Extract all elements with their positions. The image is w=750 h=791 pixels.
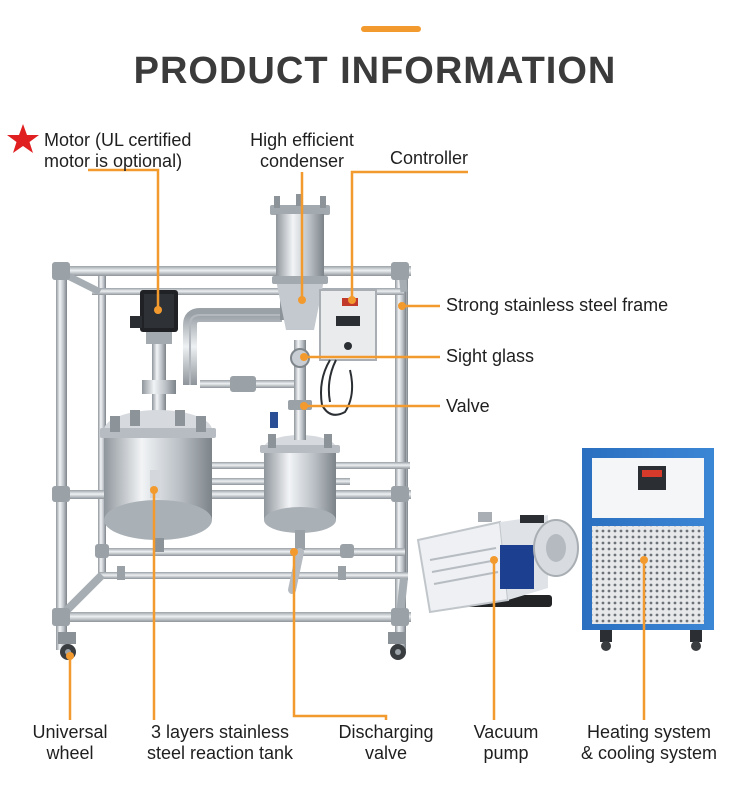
sight-glass-label: Sight glass — [446, 346, 535, 366]
discharge-label-line1: Discharging — [338, 722, 434, 742]
motor-label-line1: Motor (UL certified — [44, 130, 192, 150]
vacuum-pump-illustration — [416, 512, 579, 614]
heating-cooling-label: Heating system & cooling system — [564, 722, 734, 764]
chiller-illustration — [582, 448, 714, 651]
universal-wheels — [58, 632, 406, 660]
vacuum-pump-label: Vacuum pump — [460, 722, 552, 764]
pump-label-line2: pump — [483, 743, 529, 763]
controller-label: Controller — [390, 148, 469, 168]
pump-label-line1: Vacuum — [473, 722, 539, 742]
reaction-tank-label: 3 layers stainless steel reaction tank — [132, 722, 308, 764]
wheel-label-line2: wheel — [46, 743, 94, 763]
discharging-valve-label: Discharging valve — [326, 722, 446, 764]
wheel-label-line1: Universal — [32, 722, 108, 742]
page-title: PRODUCT INFORMATION — [133, 50, 617, 92]
title-accent-bar — [361, 26, 421, 32]
condenser — [270, 194, 330, 330]
motor-label: Motor (UL certified motor is optional) — [44, 130, 191, 172]
condenser-label-line2: condenser — [259, 151, 345, 171]
star-icon — [7, 124, 39, 153]
motor-label-line2: motor is optional) — [44, 151, 183, 171]
pipework — [183, 296, 312, 440]
controller-box — [319, 289, 377, 416]
heating-label-line2: & cooling system — [580, 743, 718, 763]
leader-lines — [68, 168, 646, 720]
reaction-tank — [100, 410, 216, 552]
motor — [130, 290, 178, 414]
discharge-label-line2: valve — [364, 743, 408, 763]
frame-label: Strong stainless steel frame — [446, 295, 669, 315]
condenser-label-line1: High efficient — [250, 130, 354, 150]
condenser-label: High efficient condenser — [238, 130, 366, 172]
heating-label-line1: Heating system — [586, 722, 712, 742]
universal-wheel-label: Universal wheel — [22, 722, 118, 764]
receiving-tank — [260, 434, 340, 594]
tank-label-line2: steel reaction tank — [146, 743, 294, 763]
steel-frame — [52, 262, 411, 650]
valve-label: Valve — [446, 396, 490, 416]
tank-label-line1: 3 layers stainless — [150, 722, 290, 742]
leader-dots — [66, 296, 648, 660]
